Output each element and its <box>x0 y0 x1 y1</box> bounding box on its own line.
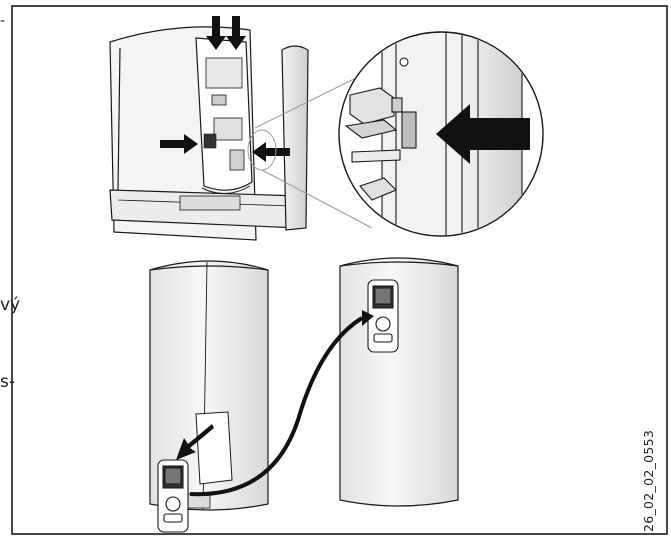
arrow-down-icon <box>206 16 246 50</box>
control-panel-removed <box>157 459 189 533</box>
left-margin-fragment-dash: - <box>0 13 6 29</box>
left-margin-fragment-vy: vý <box>0 295 21 315</box>
figure-label: 26_02_02_0553 <box>641 429 656 532</box>
heater-unit-right <box>339 257 459 507</box>
arrow-down-left-icon <box>176 424 214 460</box>
detail-magnifier <box>338 31 544 237</box>
detail-callout-lines <box>247 71 373 229</box>
control-panel-installed <box>367 279 399 353</box>
arrow-left-icon <box>436 104 530 164</box>
curved-arrow-icon <box>189 310 374 497</box>
arrow-inward-icon <box>160 134 290 162</box>
open-heater-housing <box>109 26 309 241</box>
figure-frame <box>11 5 668 535</box>
